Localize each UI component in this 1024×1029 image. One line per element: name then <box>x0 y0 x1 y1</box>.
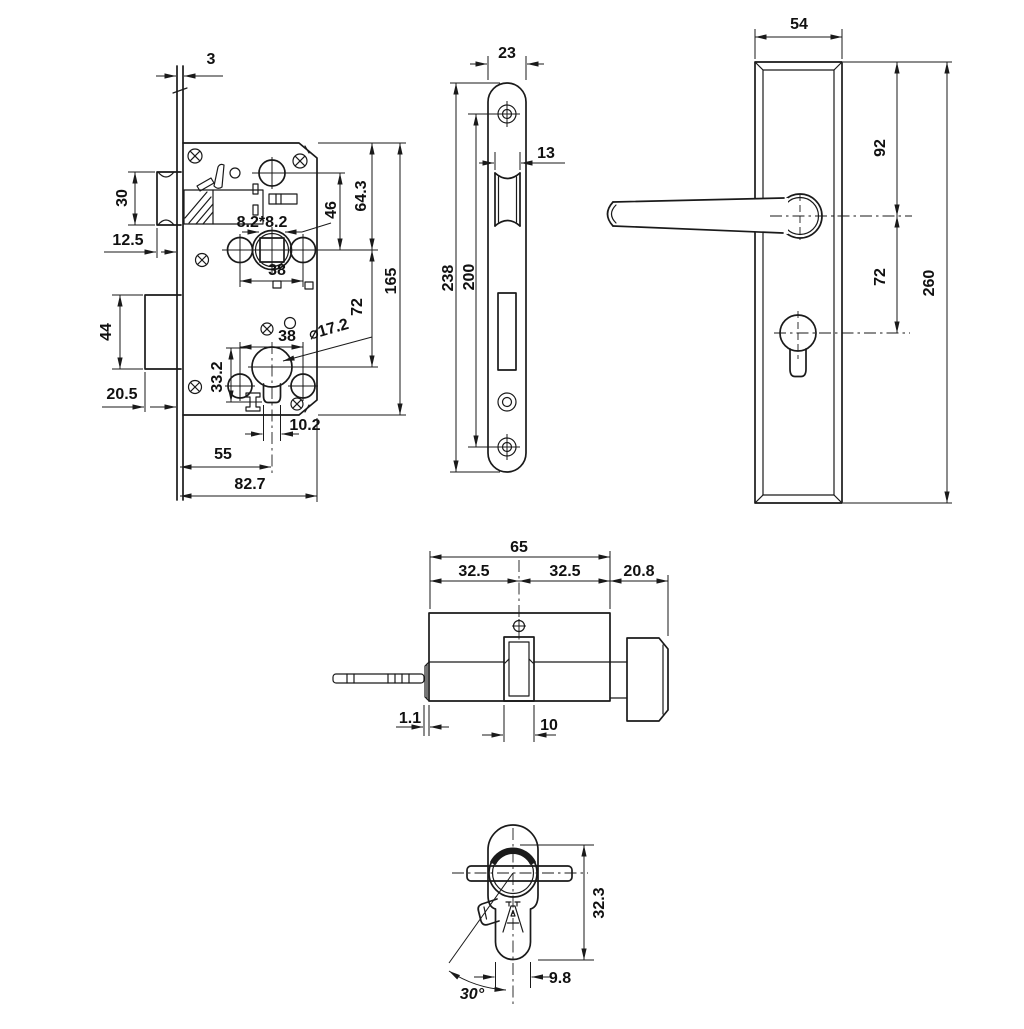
cylinder-end-silhouette <box>487 824 539 961</box>
dim-plate-height: 260 <box>921 270 938 297</box>
dim-cam-angle: 30° <box>460 986 485 1003</box>
dim-body-depth: 82.7 <box>234 476 265 493</box>
dim-cylinder-slot-width: 10.2 <box>289 417 320 434</box>
dim-latch-protrusion: 12.5 <box>112 232 143 249</box>
dim-handle-to-cylinder: 72 <box>872 268 889 286</box>
cylinder-side-dimensions: 65 32.5 32.5 20.8 1.1 10 <box>396 539 669 742</box>
spindle-square-hole <box>222 227 378 273</box>
dim-top-to-spindle: 64.3 <box>353 180 370 211</box>
dim-knob-length: 20.8 <box>623 563 654 580</box>
lock-body-dimensions: 3 30 12.5 44 20.5 8.2*8.2 <box>98 51 406 502</box>
handle-plate-view: 54 92 72 260 <box>606 16 952 504</box>
dim-handle-hole-spacing: 38 <box>268 262 286 279</box>
cam <box>503 636 535 702</box>
lock-mechanism <box>183 163 314 412</box>
dim-end-body-width: 9.8 <box>549 970 571 987</box>
dim-forend-height: 238 <box>440 265 457 292</box>
dim-backset: 55 <box>214 446 232 463</box>
dim-body-height: 165 <box>383 268 400 295</box>
deadbolt <box>144 294 182 370</box>
cylinder-end-dimensions: 32.3 9.8 <box>474 844 608 988</box>
thumbturn-knob <box>609 637 669 722</box>
dim-deadbolt-protrusion: 20.5 <box>106 386 137 403</box>
plug-face <box>424 661 430 702</box>
forend-screw-bottom <box>494 434 520 460</box>
forend-dimensions: 23 13 238 200 <box>440 45 565 473</box>
screw-icon <box>194 252 210 268</box>
screw-icon <box>290 397 304 411</box>
dim-cylinder-hole-spacing: 38 <box>278 328 296 345</box>
lock-body-view: 3 30 12.5 44 20.5 8.2*8.2 <box>98 51 406 502</box>
dim-deadbolt-height: 44 <box>98 323 115 341</box>
dim-spindle-square: 8.2*8.2 <box>237 214 288 231</box>
dim-cylinder-hole-height: 33.2 <box>209 361 226 392</box>
handle-plate-dimensions: 54 92 72 260 <box>754 16 952 504</box>
screw-icon <box>292 153 308 169</box>
cylinder-side-view: 65 32.5 32.5 20.8 1.1 10 <box>332 539 669 742</box>
dim-cylinder-diameter: ⌀17.2 <box>307 316 351 344</box>
lock-faceplate <box>172 65 188 501</box>
forend-hole <box>497 392 517 412</box>
cam-angle-dimension: 30° <box>448 872 514 1003</box>
forend-plate-outline <box>487 82 527 473</box>
dim-cam-width: 10 <box>540 717 558 734</box>
dim-latch-opening-width: 13 <box>537 145 555 162</box>
dim-cylinder-length: 65 <box>510 539 528 556</box>
screw-icon <box>187 148 203 164</box>
dim-latch-height: 30 <box>114 189 131 207</box>
handle-plate-outline <box>754 61 843 504</box>
dim-hole-offset-top: 46 <box>323 201 340 219</box>
forend-plate-view: 23 13 238 200 <box>440 45 565 473</box>
handle-plate-bevel <box>762 69 835 496</box>
screw-icon <box>187 379 203 395</box>
forend-screw-top <box>494 101 520 127</box>
dim-outside-half: 32.5 <box>458 563 489 580</box>
deadbolt-opening <box>497 292 517 371</box>
dim-spindle-to-cylinder: 72 <box>349 298 366 316</box>
screw-icon <box>260 322 274 336</box>
latch-opening <box>494 172 521 227</box>
key <box>332 673 425 684</box>
cam-lobe <box>477 898 500 926</box>
dim-plug-face: 1.1 <box>399 710 421 727</box>
dim-forend-width: 23 <box>498 45 516 62</box>
euro-cylinder-hole <box>248 342 378 476</box>
handle-plate-cylinder-hole <box>774 311 910 378</box>
cylinder-end-view: 30° 32.3 9.8 <box>448 824 608 1008</box>
fixing-hole-top <box>252 157 345 189</box>
dim-plate-width: 54 <box>790 16 808 33</box>
dim-screw-spacing: 200 <box>461 264 478 291</box>
key-bar <box>466 865 573 882</box>
lock-body-outline <box>182 142 318 416</box>
dim-top-to-handle: 92 <box>872 139 889 157</box>
dim-end-height: 32.3 <box>591 887 608 918</box>
latch-bolt <box>156 171 182 226</box>
dim-faceplate-thickness: 3 <box>207 51 216 68</box>
lever-handle <box>606 197 788 234</box>
manufacturer-logo <box>502 901 524 933</box>
dim-inside-half: 32.5 <box>549 563 580 580</box>
retainer-clip <box>245 392 261 412</box>
screw-icons <box>187 148 308 411</box>
